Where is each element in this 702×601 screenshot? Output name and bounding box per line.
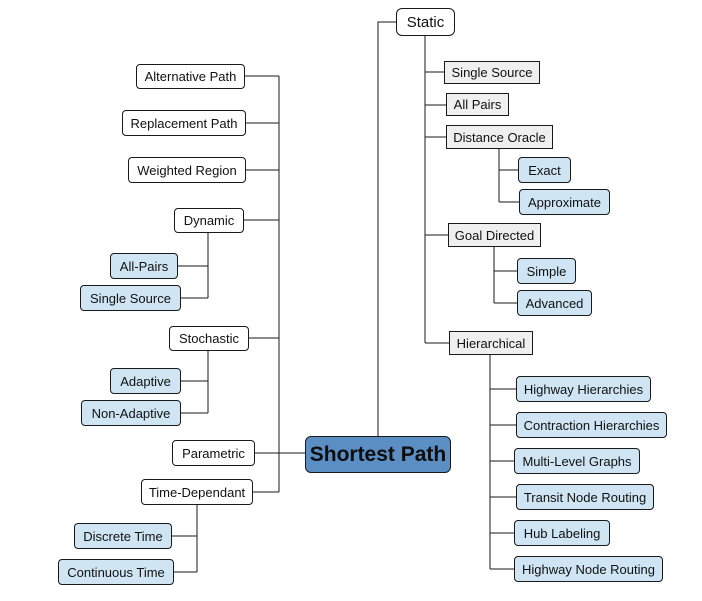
node-alternative-path: Alternative Path: [136, 64, 245, 89]
node-dynamic-single-source: Single Source: [80, 285, 181, 311]
node-time-dependant: Time-Dependant: [141, 479, 253, 505]
node-hierarchical: Hierarchical: [449, 331, 533, 355]
node-highway-node-routing: Highway Node Routing: [514, 556, 663, 582]
node-weighted-region: Weighted Region: [128, 157, 246, 183]
node-contraction-hierarchies: Contraction Hierarchies: [516, 412, 667, 438]
node-dynamic-all-pairs: All-Pairs: [110, 253, 178, 279]
connector-left-trunk: [278, 76, 306, 492]
node-oracle-approximate: Approximate: [519, 189, 610, 215]
node-hub-labeling: Hub Labeling: [514, 520, 610, 546]
node-transit-node-routing: Transit Node Routing: [516, 484, 654, 510]
node-single-source: Single Source: [444, 61, 540, 84]
node-stochastic-adaptive: Adaptive: [110, 368, 181, 394]
connector-goal-children: [493, 247, 517, 304]
node-static: Static: [396, 8, 455, 36]
connector-hier-children: [489, 355, 516, 570]
node-highway-hierarchies: Highway Hierarchies: [516, 376, 651, 402]
node-distance-oracle: Distance Oracle: [446, 125, 553, 149]
node-all-pairs: All Pairs: [446, 93, 509, 116]
node-goal-directed: Goal Directed: [448, 223, 541, 247]
node-goal-advanced: Advanced: [517, 290, 592, 316]
node-parametric: Parametric: [172, 440, 255, 466]
connector-dynamic-children: [177, 232, 209, 299]
node-continuous-time: Continuous Time: [58, 559, 174, 585]
connector-stochastic-children: [180, 351, 209, 414]
connector-time-children: [171, 504, 198, 573]
node-goal-simple: Simple: [517, 258, 576, 284]
node-oracle-exact: Exact: [518, 157, 571, 183]
connector-root-static: [377, 21, 396, 436]
node-discrete-time: Discrete Time: [74, 523, 172, 549]
node-stochastic: Stochastic: [169, 326, 249, 351]
node-multi-level-graphs: Multi-Level Graphs: [514, 448, 640, 474]
connector-oracle-children: [498, 149, 519, 203]
node-stochastic-non-adaptive: Non-Adaptive: [81, 400, 181, 426]
node-replacement-path: Replacement Path: [122, 110, 246, 136]
node-dynamic: Dynamic: [174, 208, 244, 233]
root-node: Shortest Path: [305, 436, 451, 473]
